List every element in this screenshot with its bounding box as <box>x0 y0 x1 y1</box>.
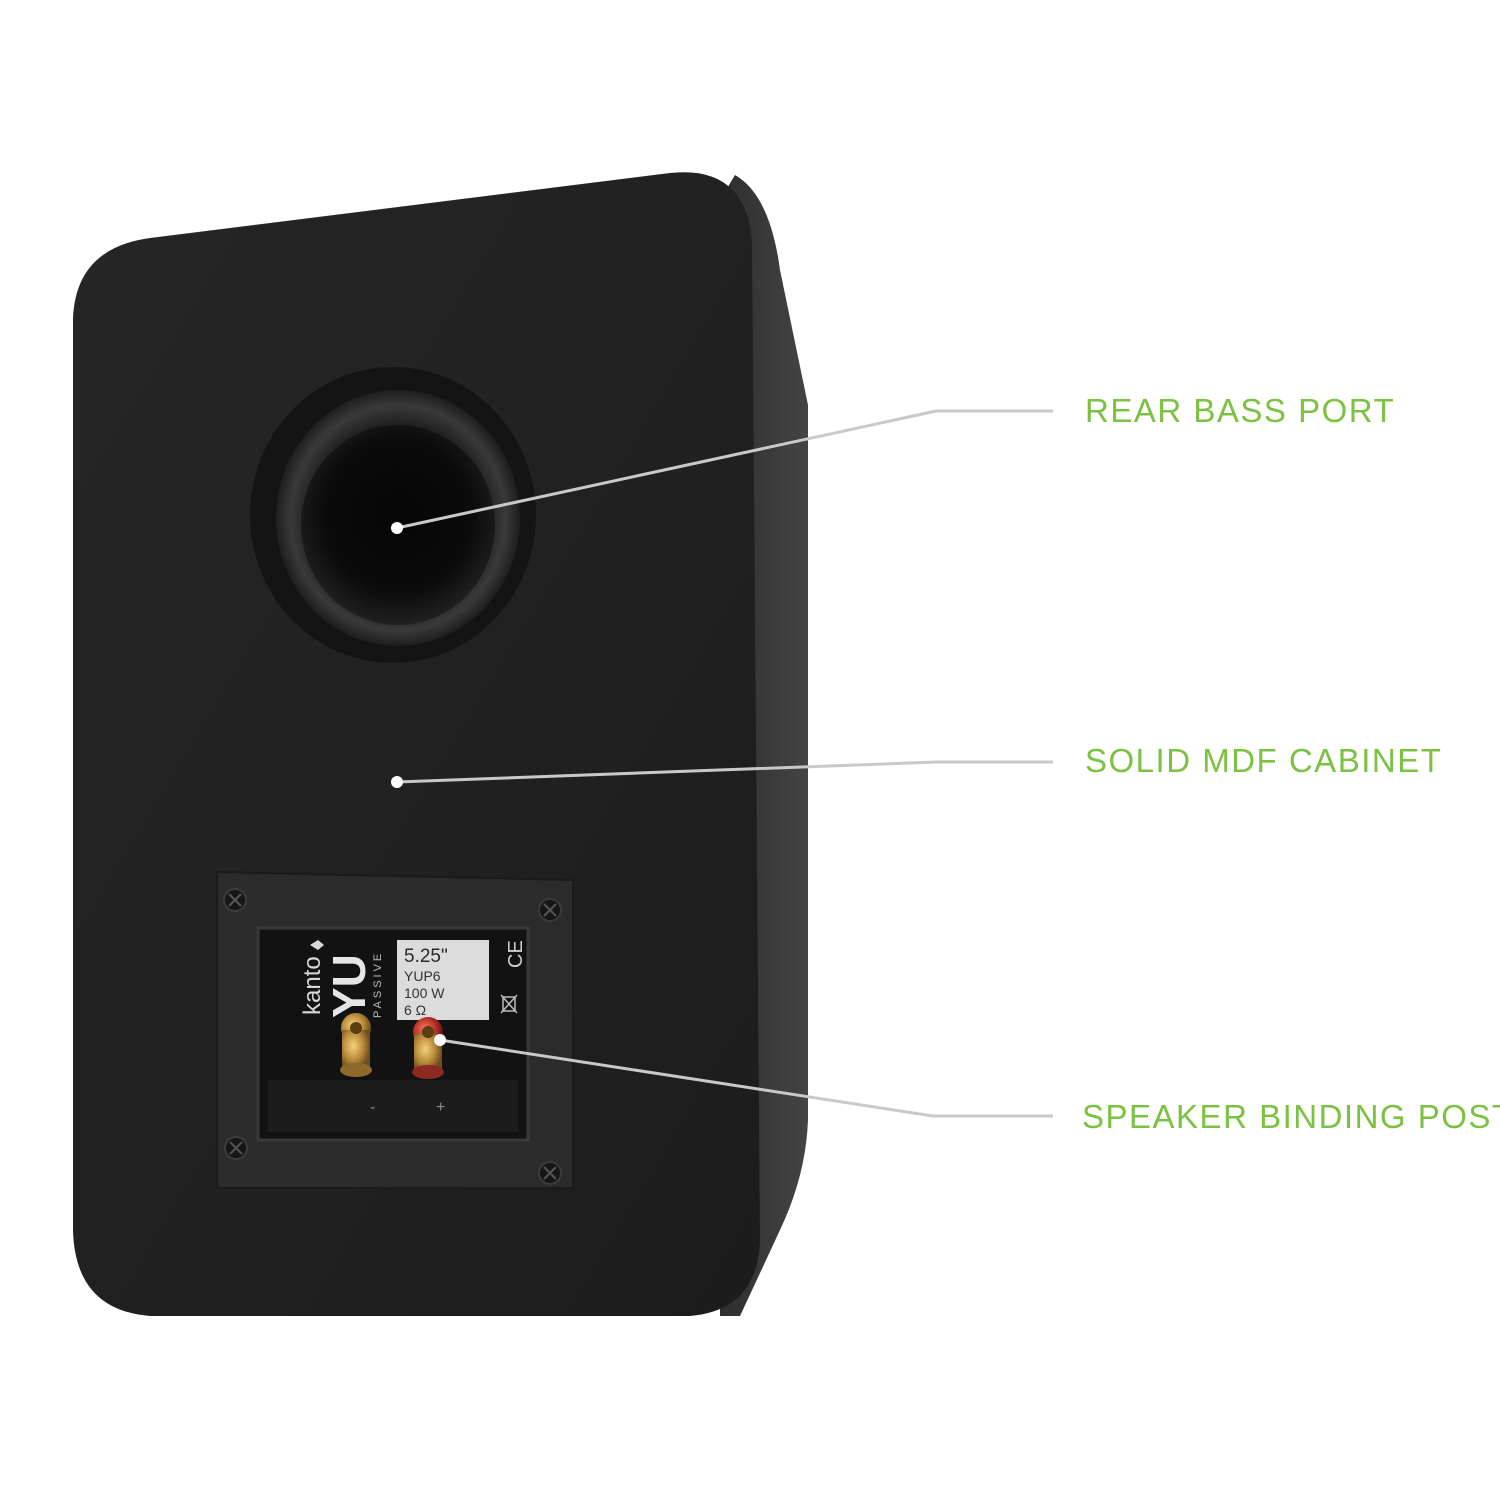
spec-impedance: 6 Ω <box>404 1002 426 1018</box>
terminal-plate: kanto YU PASSIVE 5.25" YUP6 100 W 6 Ω CE <box>216 870 574 1189</box>
brand-text: kanto <box>299 956 326 1015</box>
rear-bass-port <box>250 367 536 663</box>
callout-label-solid-mdf-cabinet: SOLID MDF CABINET <box>1085 742 1443 779</box>
callout-line-bass-port <box>396 409 1053 530</box>
spec-power: 100 W <box>404 985 445 1001</box>
kanto-bird-icon <box>310 940 324 950</box>
crossed-bin-icon <box>500 994 518 1014</box>
callout-line-cabinet <box>396 760 1053 784</box>
callout-line-binding-post <box>439 1038 1053 1118</box>
phillips-screw-icon <box>538 898 562 922</box>
phillips-screw-icon <box>223 888 247 912</box>
callout-dots <box>391 522 446 1046</box>
callout-dot-cabinet <box>391 776 403 788</box>
callout-label-rear-bass-port: REAR BASS PORT <box>1085 392 1396 429</box>
binding-post-positive <box>412 1017 444 1079</box>
callout-label-speaker-binding-post: SPEAKER BINDING POST <box>1082 1098 1500 1135</box>
callout-dot-binding-post <box>434 1034 446 1046</box>
spec-card <box>397 940 489 1020</box>
model-logo: YU <box>323 954 375 1018</box>
phillips-screw-icon <box>538 1161 562 1185</box>
callout-dot-bass-port <box>391 522 403 534</box>
ce-mark: CE <box>505 940 527 968</box>
spec-size: 5.25" <box>404 946 448 967</box>
phillips-screw-icon <box>224 1136 248 1160</box>
model-sub-text: PASSIVE <box>372 951 384 1018</box>
spec-model: YUP6 <box>404 968 441 984</box>
binding-post-negative <box>340 1013 372 1077</box>
plus-mark: + <box>436 1099 445 1116</box>
callout-lines <box>396 409 1053 1118</box>
minus-mark: - <box>370 1099 375 1116</box>
